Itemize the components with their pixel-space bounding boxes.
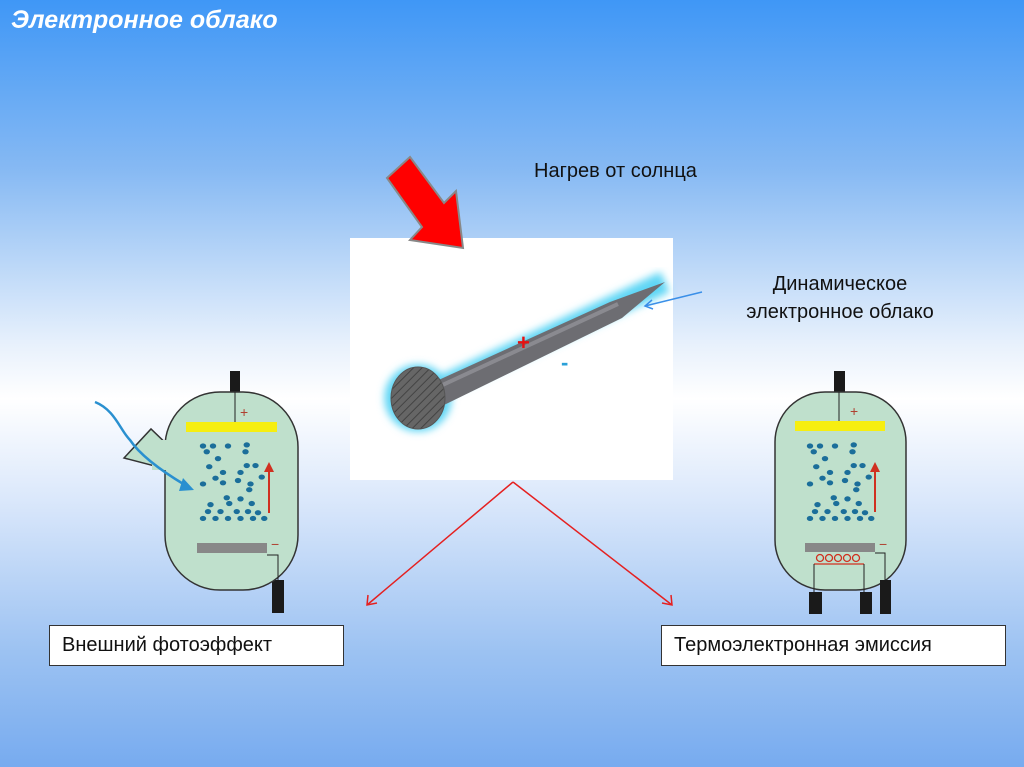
thermionic-tube-icon: + − bbox=[774, 371, 907, 614]
electron-dot bbox=[204, 508, 212, 515]
electron-dot bbox=[855, 500, 862, 507]
electron-dot bbox=[203, 449, 210, 455]
photoeffect-label: Внешний фотоэффект bbox=[49, 625, 344, 666]
electron-dot bbox=[810, 449, 817, 455]
electron-dot bbox=[821, 456, 829, 462]
electron-dot bbox=[826, 469, 834, 476]
electron-dot bbox=[844, 496, 851, 502]
electron-dot bbox=[854, 481, 861, 487]
svg-text:+: + bbox=[240, 404, 248, 420]
electron-dot bbox=[209, 443, 217, 449]
electron-dot bbox=[830, 495, 837, 501]
electron-dot bbox=[258, 474, 265, 480]
electron-dot bbox=[243, 462, 250, 469]
electron-dot bbox=[237, 469, 244, 476]
electron-dot bbox=[249, 515, 257, 522]
electron-dot bbox=[813, 464, 820, 470]
electron-dot bbox=[226, 500, 233, 507]
electron-dot bbox=[840, 508, 847, 515]
electron-dot bbox=[234, 477, 242, 484]
electron-dot bbox=[217, 508, 224, 515]
electron-dot bbox=[806, 515, 814, 522]
electron-dot bbox=[831, 443, 839, 449]
electron-dot bbox=[261, 515, 268, 522]
electron-dot bbox=[850, 462, 857, 469]
electron-dot bbox=[224, 515, 232, 522]
electron-dot bbox=[254, 510, 262, 516]
electron-dot bbox=[212, 515, 219, 522]
electron-dot bbox=[207, 502, 214, 508]
electron-dot bbox=[199, 481, 207, 487]
electron-dot bbox=[806, 443, 814, 449]
electron-dot bbox=[219, 469, 227, 476]
branch-arrows bbox=[366, 481, 673, 606]
electron-dot bbox=[826, 480, 834, 486]
plus-sign: + bbox=[517, 330, 530, 355]
dynamic-cloud-line1: Динамическое bbox=[772, 273, 908, 295]
electron-dot bbox=[831, 515, 839, 522]
photoeffect-tube-icon: + − bbox=[94, 371, 299, 613]
electron-dot bbox=[861, 510, 869, 516]
electron-dot bbox=[237, 515, 244, 522]
electron-dot bbox=[849, 449, 856, 455]
electron-dot bbox=[199, 443, 207, 449]
electron-dot bbox=[868, 515, 875, 522]
electron-dot bbox=[212, 475, 219, 481]
electron-dot bbox=[214, 456, 222, 462]
electron-dot bbox=[853, 487, 860, 493]
svg-text:−: − bbox=[879, 536, 887, 552]
electron-dot bbox=[819, 475, 826, 481]
electron-dot bbox=[816, 443, 824, 449]
electron-dot bbox=[811, 508, 819, 515]
minus-sign: - bbox=[561, 350, 569, 375]
electron-dot bbox=[806, 481, 814, 487]
sun-heating-label: Нагрев от солнца bbox=[534, 160, 697, 182]
electron-dot bbox=[237, 496, 244, 502]
electron-dot bbox=[233, 508, 240, 515]
electron-dot bbox=[224, 443, 232, 449]
electron-dot bbox=[850, 442, 857, 448]
electron-dot bbox=[856, 515, 864, 522]
electron-dot bbox=[219, 480, 227, 486]
svg-text:+: + bbox=[850, 403, 858, 419]
pointer-arrow-icon bbox=[643, 291, 703, 310]
electron-dot bbox=[819, 515, 826, 522]
electron-dot bbox=[833, 500, 840, 507]
electron-dot bbox=[248, 500, 255, 507]
nail-icon bbox=[384, 272, 670, 432]
electron-dot bbox=[851, 508, 859, 515]
electron-dot bbox=[199, 515, 207, 522]
electron-dot bbox=[242, 449, 249, 455]
slide-title: Электронное облако bbox=[11, 6, 278, 34]
electron-dot bbox=[206, 464, 213, 470]
electron-dot bbox=[247, 481, 254, 487]
electron-dot bbox=[246, 487, 253, 493]
electron-dot bbox=[841, 477, 849, 484]
electron-dot bbox=[243, 442, 250, 448]
electron-dot bbox=[244, 508, 252, 515]
electron-dot bbox=[824, 508, 831, 515]
electron-dot bbox=[859, 462, 866, 469]
sun-arrow-icon bbox=[385, 155, 465, 250]
thermionic-label: Термоэлектронная эмиссия bbox=[661, 625, 1006, 666]
electron-dot bbox=[814, 502, 821, 508]
dynamic-cloud-label: Динамическое электронное облако bbox=[715, 270, 965, 326]
electron-dot bbox=[865, 474, 872, 480]
svg-text:−: − bbox=[271, 536, 279, 552]
electron-dot bbox=[844, 469, 851, 476]
dynamic-cloud-line2: электронное облако bbox=[746, 301, 934, 323]
electron-dot bbox=[844, 515, 851, 522]
electron-dot bbox=[252, 462, 259, 469]
electron-dot bbox=[223, 495, 230, 501]
